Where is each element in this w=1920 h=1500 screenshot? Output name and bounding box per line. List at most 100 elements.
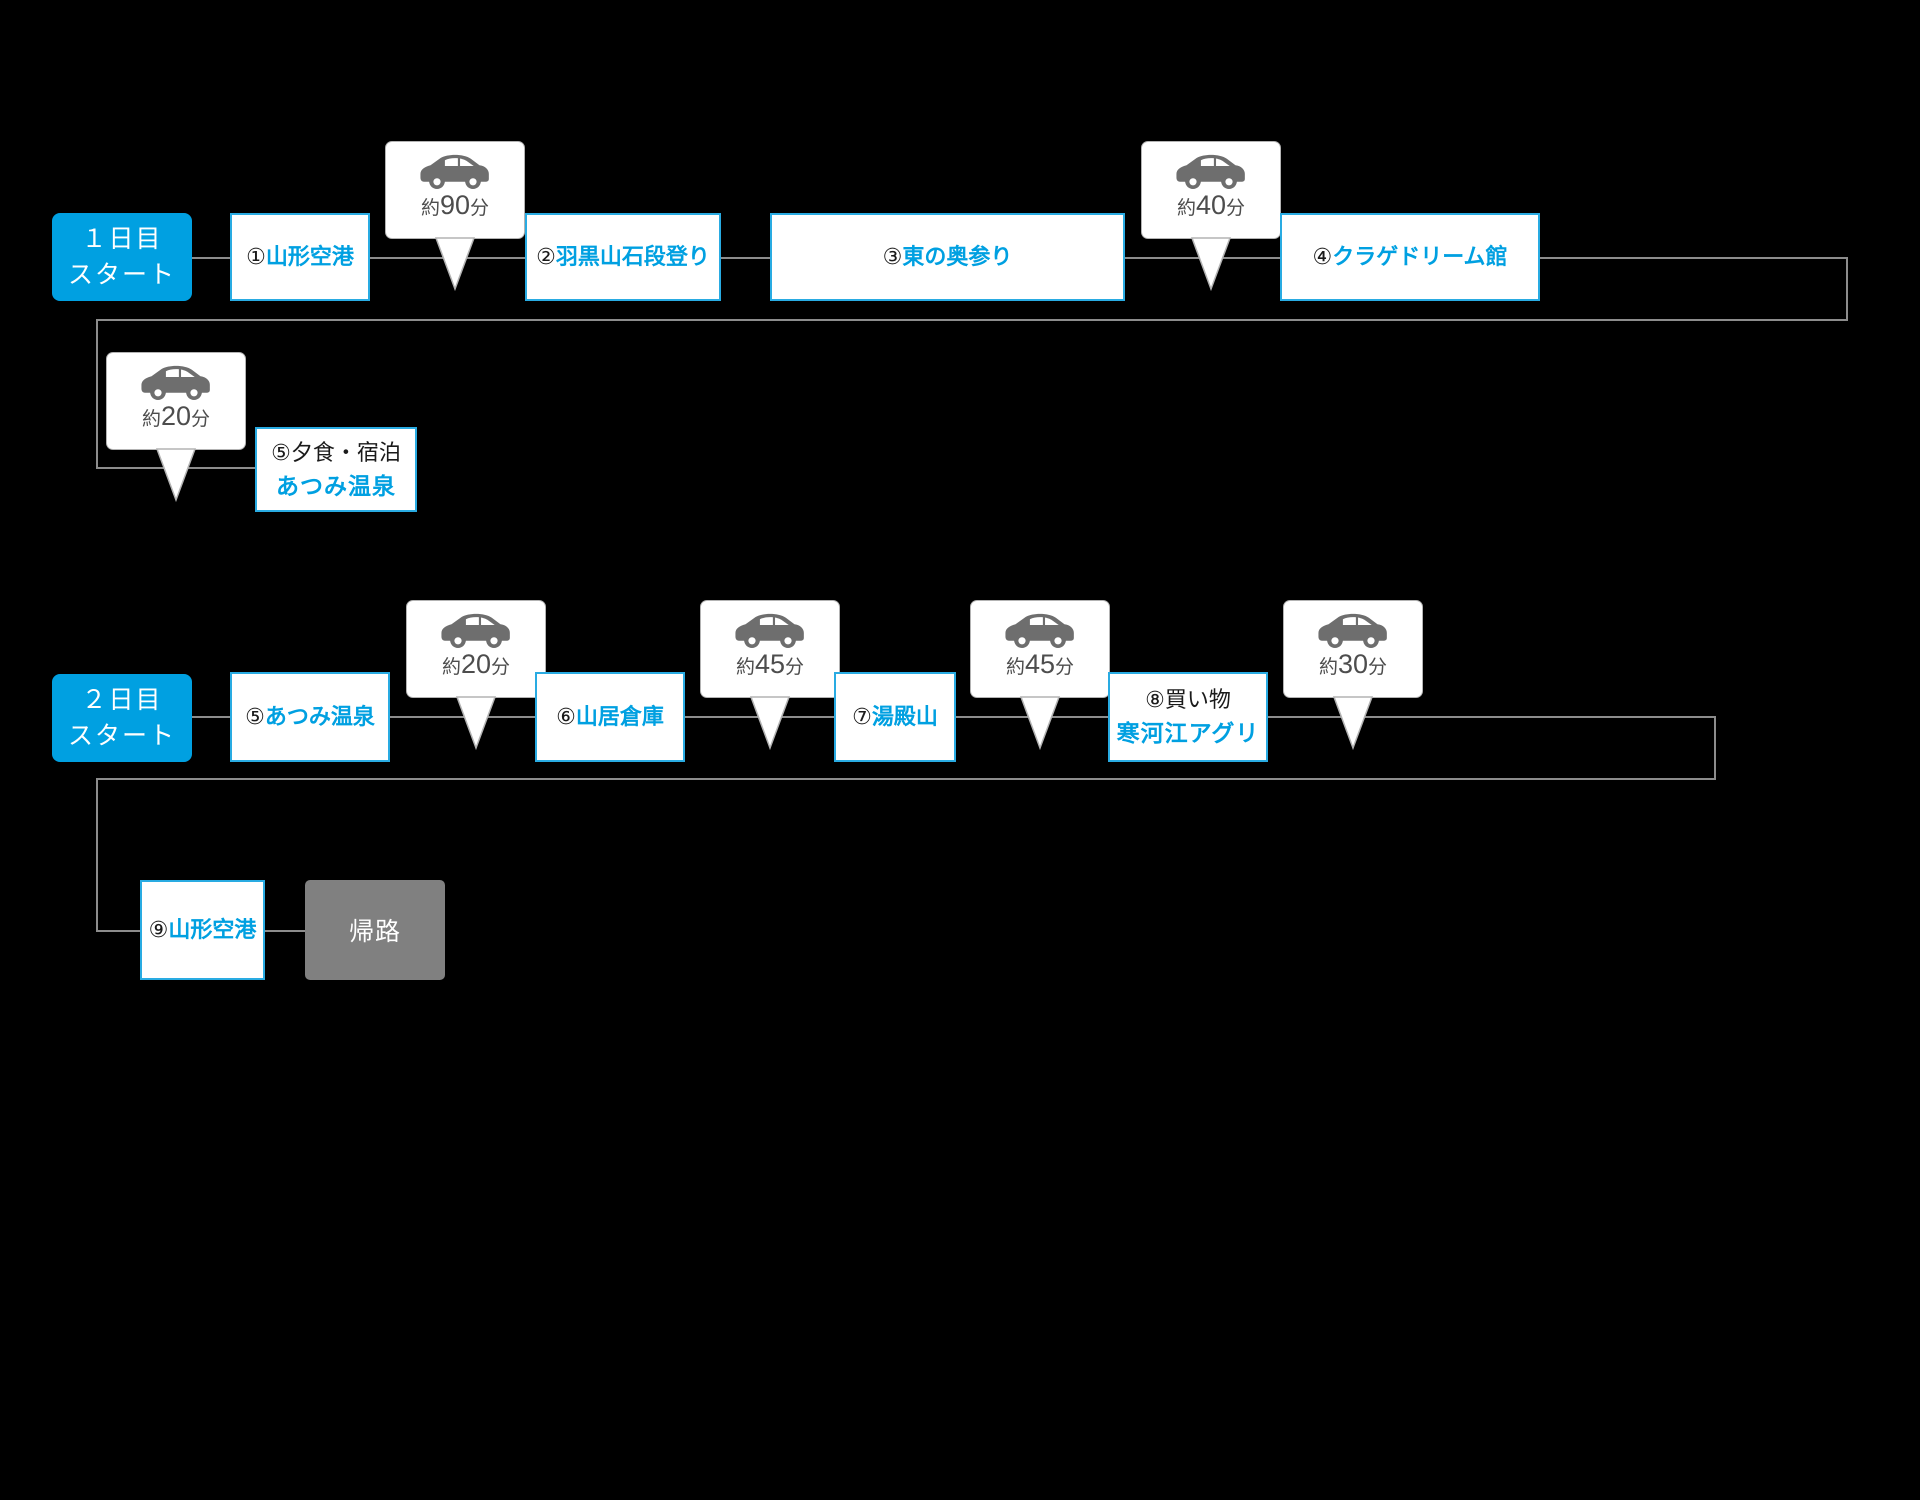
callout-tail-day1-3 [155,448,197,503]
travel-prefix: 約 [141,409,161,430]
stop-4-kurage-dream-kan[interactable]: ④クラゲドリーム館 [1280,213,1540,301]
car-icon [141,365,210,400]
travel-callout-day2-3-time: 約45分 [1006,651,1074,678]
stop-1-label: ①山形空港 [246,242,354,273]
day2-start-line2: スタート [67,722,176,750]
stop-9-label: ⑨山形空港 [149,915,257,946]
day1-start-line1: １日目 [81,224,163,253]
stop-4-label: ④クラゲドリーム館 [1312,242,1507,273]
stop-5-day2-number: ⑤ [245,703,265,729]
stop-8-activity: 買い物 [1164,687,1231,713]
stop-5-day2-name: あつみ温泉 [264,703,375,729]
day2-start-pill: ２日目 スタート [52,674,192,762]
travel-unit: 分 [785,657,805,678]
stop-5-atsumi-onsen-day2[interactable]: ⑤あつみ温泉 [230,672,390,762]
travel-minutes: 20 [460,649,492,679]
travel-prefix: 約 [1318,657,1338,678]
connector-day1-wrap-down [1846,257,1848,321]
travel-callout-day2-3: 約45分 [970,600,1110,698]
callout-tail-day2-2 [749,696,791,751]
callout-tail-day1-2 [1190,237,1232,292]
return-route-label: 帰路 [348,918,401,946]
stop-8-number: ⑧ [1145,687,1165,713]
stop-8-name: 寒河江アグリ [1116,720,1260,747]
stop-5-dinner-lodging-atsumi-onsen[interactable]: ⑤夕食・宿泊 あつみ温泉 [255,427,417,512]
travel-unit: 分 [191,409,211,430]
stop-1-number: ① [246,243,266,269]
travel-prefix: 約 [1005,657,1025,678]
stop-5-activity: 夕食・宿泊 [290,439,401,465]
travel-callout-day2-1: 約20分 [406,600,546,698]
connector-day2-wrap-left [96,778,98,932]
car-icon [1005,613,1074,648]
connector-day1-wrap-back [96,319,1848,321]
stop-2-haguro-stone-steps[interactable]: ②羽黒山石段登り [525,213,721,301]
day2-start-line1: ２日目 [81,685,163,714]
travel-minutes: 30 [1337,649,1369,679]
stop-6-sankyo-soko[interactable]: ⑥山居倉庫 [535,672,685,762]
travel-callout-day2-1-time: 約20分 [442,651,510,678]
stop-4-number: ④ [1312,243,1333,269]
travel-prefix: 約 [735,657,755,678]
stop-8-shopping-sagae-agri[interactable]: ⑧買い物 寒河江アグリ [1108,672,1268,762]
car-icon [420,154,489,189]
travel-callout-day1-3-time: 約20分 [142,403,210,430]
stop-2-number: ② [536,243,556,269]
travel-prefix: 約 [441,657,461,678]
stop-3-number: ③ [882,243,903,269]
travel-callout-day2-4: 約30分 [1283,600,1423,698]
stop-7-yudonosan[interactable]: ⑦湯殿山 [834,672,956,762]
connector-day1-to-stop5 [96,467,316,469]
connector-day1-wrap-left [96,319,98,469]
travel-minutes: 90 [439,190,471,220]
travel-callout-day1-2: 約40分 [1141,141,1281,239]
car-icon [735,613,804,648]
callout-tail-day2-4 [1332,696,1374,751]
connector-day2-wrap-back [96,778,1716,780]
stop-9-number: ⑨ [148,916,169,942]
connector-day2-wrap-down [1714,716,1716,780]
stop-9-yamagata-airport-return[interactable]: ⑨山形空港 [140,880,265,980]
travel-callout-day1-1: 約90分 [385,141,525,239]
stop-1-yamagata-airport[interactable]: ①山形空港 [230,213,370,301]
travel-minutes: 40 [1195,190,1227,220]
day1-start-pill: １日目 スタート [52,213,192,301]
travel-callout-day1-1-time: 約90分 [421,192,489,219]
travel-unit: 分 [1368,657,1388,678]
stop-8-activity-line: ⑧買い物 [1145,683,1231,716]
stop-6-label: ⑥山居倉庫 [556,702,664,733]
stop-7-name: 湯殿山 [871,703,938,729]
travel-callout-day1-3: 約20分 [106,352,246,450]
travel-callout-day2-2-time: 約45分 [736,651,804,678]
connector-day2-to-stop9 [96,930,142,932]
travel-unit: 分 [470,198,490,219]
stop-5-day2-label: ⑤あつみ温泉 [245,702,375,733]
stop-9-name: 山形空港 [168,916,257,942]
car-icon [441,613,510,648]
stop-6-name: 山居倉庫 [575,703,664,729]
stop-3-label: ③東の奥参り [883,242,1013,273]
travel-minutes: 20 [160,401,192,431]
travel-unit: 分 [491,657,511,678]
stop-2-label: ②羽黒山石段登り [536,242,710,273]
travel-prefix: 約 [1176,198,1196,219]
stop-4-name: クラゲドリーム館 [1332,243,1508,269]
stop-7-label: ⑦湯殿山 [852,702,938,733]
travel-minutes: 45 [1024,649,1056,679]
callout-tail-day1-1 [434,237,476,292]
travel-unit: 分 [1226,198,1246,219]
travel-callout-day1-2-time: 約40分 [1177,192,1245,219]
stop-5-number: ⑤ [271,439,291,465]
stop-5-activity-line: ⑤夕食・宿泊 [271,436,401,469]
connector-stop9-to-return [264,930,306,932]
stop-5-name: あつみ温泉 [276,472,396,499]
stop-3-higashi-no-okumairi[interactable]: ③東の奥参り [770,213,1125,301]
callout-tail-day2-3 [1019,696,1061,751]
stop-6-number: ⑥ [556,703,576,729]
travel-unit: 分 [1055,657,1075,678]
car-icon [1318,613,1387,648]
stop-3-name: 東の奥参り [902,243,1013,269]
car-icon [1176,154,1245,189]
return-route-box: 帰路 [305,880,445,980]
